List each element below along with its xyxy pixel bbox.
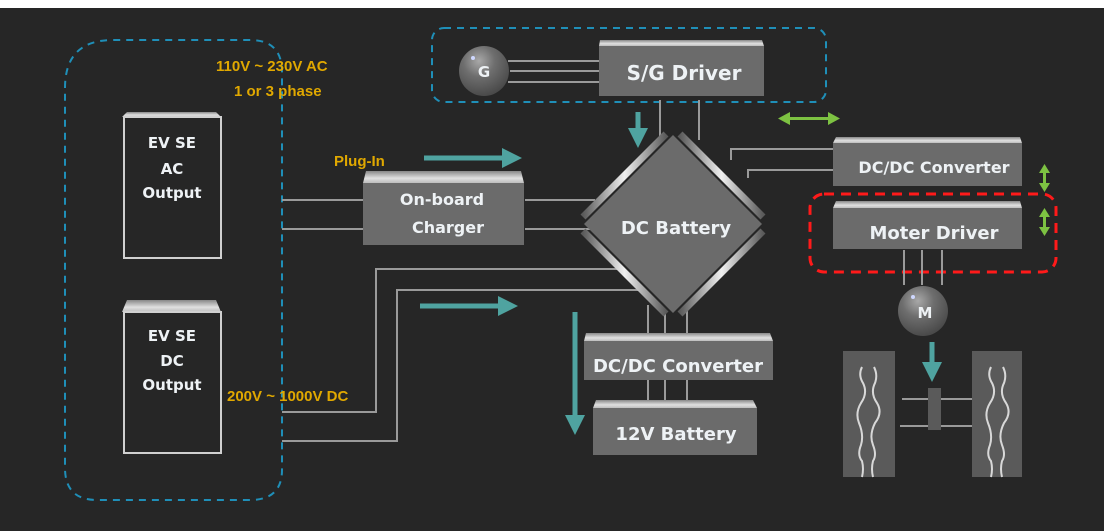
right-wheel [972,351,1022,477]
wheels-assembly [843,351,1022,478]
generator-label: G [478,63,490,81]
dcdc-motor-bidirectional-arrow-lower [1039,208,1050,236]
evse-dc-line1: EV SE [148,327,196,345]
evse-ac-output-block: EV SE AC Output [122,112,222,259]
dcdc-converter-top-label: DC/DC Converter [858,158,1009,177]
battery-12v-label: 12V Battery [615,424,736,445]
generator-group-outline [431,27,827,103]
differential [928,388,941,430]
sg-driver-block: S/G Driver [599,40,764,96]
evse-ac-line1: EV SE [148,134,196,152]
plug-in-label: Plug-In [334,153,385,170]
battery-dcdc-bidirectional-arrow [778,112,840,125]
dc-voltage-range-label: 200V ~ 1000V DC [227,388,349,405]
left-wheel [843,351,895,477]
onboard-charger-block: On-board Charger [363,171,524,245]
evse-group-outline [64,39,283,501]
dc-battery-block: DC Battery [580,131,766,317]
evse-dc-line3: Output [142,376,201,394]
evse-dc-line2: DC [160,352,183,370]
bidirectional-arrows [778,112,1050,236]
diagram-canvas: EV SE AC Output EV SE DC Output 110V ~ 2… [0,8,1104,531]
motor-driver-highlight-outline [808,192,1058,274]
battery-12v-block: 12V Battery [593,400,757,455]
flow-arrows [420,112,942,435]
ac-voltage-range-label: 110V ~ 230V AC [216,58,328,75]
motor-label: M [918,304,933,322]
dcdc-converter-top-block: DC/DC Converter [833,137,1022,186]
generator: G [459,46,509,96]
dc-battery-label: DC Battery [621,218,732,239]
diagram-svg: EV SE AC Output EV SE DC Output 110V ~ 2… [64,27,1058,501]
onboard-charger-line2: Charger [412,218,484,237]
onboard-charger-line1: On-board [400,190,484,209]
motor-driver-block: Moter Driver [833,201,1022,249]
evse-ac-line2: AC [161,160,184,178]
ac-phase-label: 1 or 3 phase [234,83,322,100]
dcdc-converter-bottom-label: DC/DC Converter [593,356,763,377]
motor: M [898,286,948,336]
sg-driver-label: S/G Driver [627,61,742,85]
evse-dc-output-block: EV SE DC Output [122,300,222,454]
evse-ac-line3: Output [142,184,201,202]
dcdc-converter-bottom-block: DC/DC Converter [584,333,773,380]
dcdc-motor-bidirectional-arrow-upper [1039,164,1050,192]
motor-driver-label: Moter Driver [869,223,998,244]
